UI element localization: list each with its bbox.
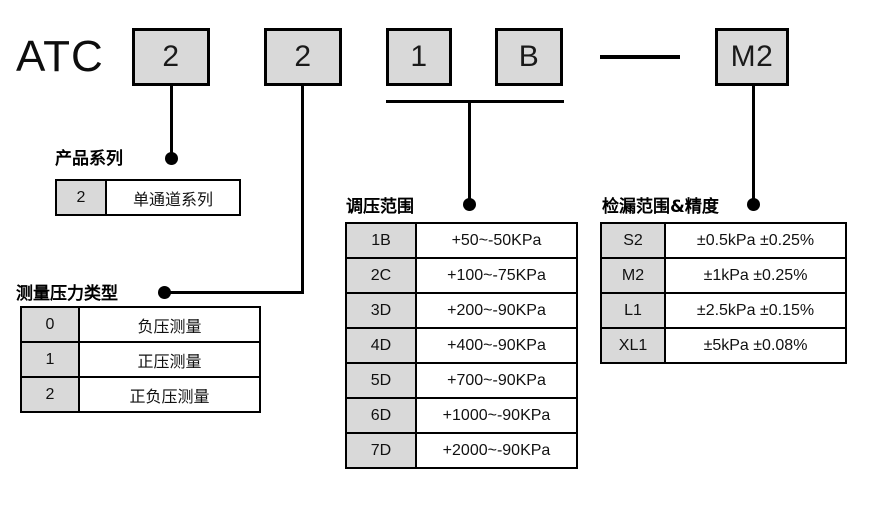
cell-code: 2	[20, 376, 80, 413]
table-row: 5D +700~-90KPa	[345, 362, 578, 399]
cell-desc: +400~-90KPa	[415, 327, 578, 364]
cell-code: 3D	[345, 292, 417, 329]
cell-desc: +1000~-90KPa	[415, 397, 578, 434]
cell-code: XL1	[600, 327, 666, 364]
connector-product-series-dot	[165, 152, 178, 165]
code-box-product-series[interactable]: 2	[132, 28, 210, 86]
connector-pressure-type-horizontal	[166, 291, 304, 294]
table-row: S2 ±0.5kPa ±0.25%	[600, 222, 847, 259]
cell-desc: +200~-90KPa	[415, 292, 578, 329]
table-row: 0 负压测量	[20, 306, 261, 343]
cell-desc: ±0.5kPa ±0.25%	[664, 222, 847, 259]
code-box-regulation-range-1[interactable]: 1	[386, 28, 452, 86]
cell-code: 2C	[345, 257, 417, 294]
table-regulation-range: 1B +50~-50KPa 2C +100~-75KPa 3D +200~-90…	[345, 222, 578, 469]
cell-code: 4D	[345, 327, 417, 364]
cell-desc: 单通道系列	[105, 179, 241, 216]
connector-pressure-type-vertical	[301, 86, 304, 292]
table-row: 7D +2000~-90KPa	[345, 432, 578, 469]
caption-regulation-range: 调压范围	[346, 197, 414, 217]
cell-desc: 正压测量	[78, 341, 261, 378]
table-pressure-type: 0 负压测量 1 正压测量 2 正负压测量	[20, 306, 261, 413]
caption-product-series: 产品系列	[55, 149, 123, 169]
cell-code: 2	[55, 179, 107, 216]
table-row: 1B +50~-50KPa	[345, 222, 578, 259]
cell-code: 1B	[345, 222, 417, 259]
cell-code: 0	[20, 306, 80, 343]
cell-code: 5D	[345, 362, 417, 399]
cell-desc: +2000~-90KPa	[415, 432, 578, 469]
connector-regulation-bracket	[386, 100, 564, 103]
connector-leak-dot	[747, 198, 760, 211]
connector-regulation-vertical	[468, 100, 471, 205]
table-row: XL1 ±5kPa ±0.08%	[600, 327, 847, 364]
caption-pressure-type: 测量压力类型	[16, 284, 118, 304]
cell-desc: +100~-75KPa	[415, 257, 578, 294]
cell-code: M2	[600, 257, 666, 294]
cell-code: 1	[20, 341, 80, 378]
cell-desc: 正负压测量	[78, 376, 261, 413]
table-row: 3D +200~-90KPa	[345, 292, 578, 329]
cell-desc: 负压测量	[78, 306, 261, 343]
table-leak-range: S2 ±0.5kPa ±0.25% M2 ±1kPa ±0.25% L1 ±2.…	[600, 222, 847, 364]
cell-desc: ±5kPa ±0.08%	[664, 327, 847, 364]
table-row: M2 ±1kPa ±0.25%	[600, 257, 847, 294]
model-separator-dash	[600, 55, 680, 59]
cell-code: S2	[600, 222, 666, 259]
connector-product-series-vertical	[170, 86, 173, 160]
cell-desc: +50~-50KPa	[415, 222, 578, 259]
table-row: 2 单通道系列	[55, 179, 241, 216]
model-prefix-text: ATC	[16, 32, 104, 81]
table-row: 4D +400~-90KPa	[345, 327, 578, 364]
caption-leak-range: 检漏范围&精度	[602, 197, 719, 217]
cell-desc: +700~-90KPa	[415, 362, 578, 399]
table-product-series: 2 单通道系列	[55, 179, 241, 216]
table-row: 1 正压测量	[20, 341, 261, 378]
connector-regulation-dot	[463, 198, 476, 211]
table-row: 2C +100~-75KPa	[345, 257, 578, 294]
table-row: 6D +1000~-90KPa	[345, 397, 578, 434]
cell-desc: ±2.5kPa ±0.15%	[664, 292, 847, 329]
cell-code: 7D	[345, 432, 417, 469]
cell-desc: ±1kPa ±0.25%	[664, 257, 847, 294]
table-row: L1 ±2.5kPa ±0.15%	[600, 292, 847, 329]
cell-code: L1	[600, 292, 666, 329]
connector-pressure-type-dot	[158, 286, 171, 299]
cell-code: 6D	[345, 397, 417, 434]
code-box-leak-range[interactable]: M2	[715, 28, 789, 86]
table-row: 2 正负压测量	[20, 376, 261, 413]
connector-leak-vertical	[752, 86, 755, 205]
code-box-regulation-range-2[interactable]: B	[495, 28, 563, 86]
code-box-pressure-type[interactable]: 2	[264, 28, 342, 86]
